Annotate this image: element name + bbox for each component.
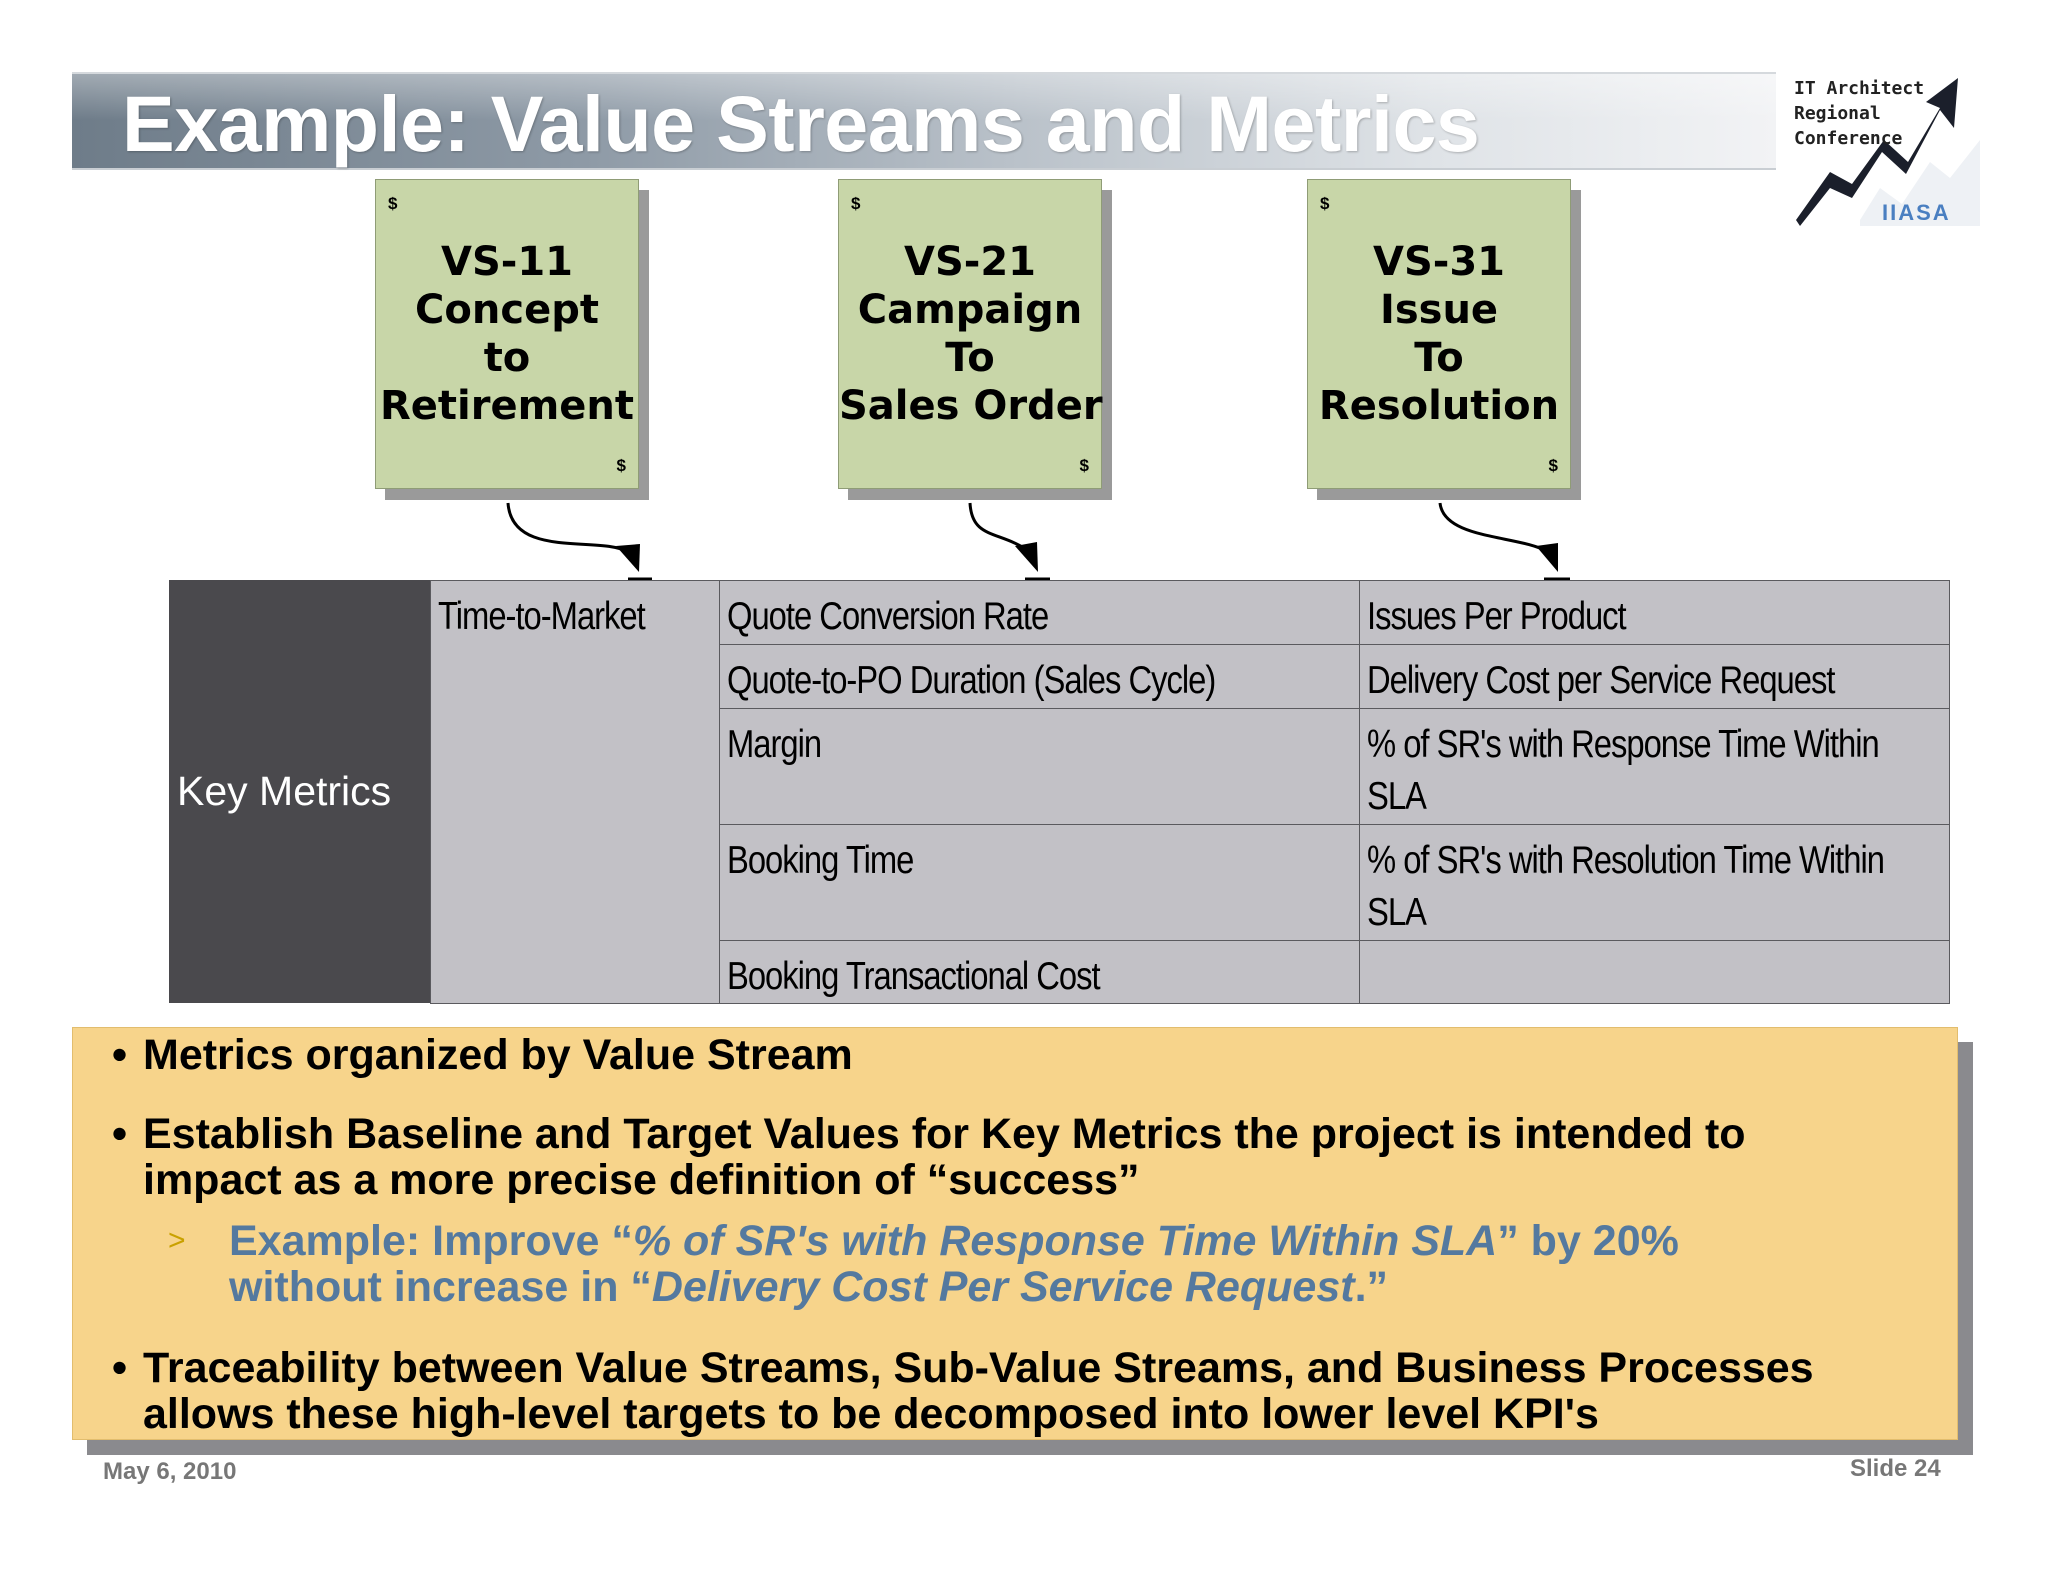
vs-id: VS-21 (903, 239, 1037, 285)
vs-name-line: Concept (415, 287, 599, 333)
logo-brand: IIASA (1882, 200, 1951, 225)
arrowhead-vs21 (1015, 542, 1038, 572)
arrow-vs31 (1438, 502, 1549, 554)
dollar-sign: $ (1320, 194, 1330, 213)
sub-text: ” by 20% (1497, 1217, 1679, 1265)
cell-text: % of SR's with Response Time Within SLA (1367, 723, 1880, 818)
table-cell: Delivery Cost per Service Request (1359, 644, 1950, 709)
cell-text: Time-to-Market (438, 595, 646, 638)
dollar-sign: $ (1079, 456, 1089, 475)
rising-arrow-chart-icon (1790, 70, 1980, 226)
vs-name-line: To (1414, 335, 1464, 381)
bullet-dot: • (112, 1344, 128, 1392)
footer-slide-number: Slide 24 (1850, 1455, 1941, 1482)
table-row: Margin % of SR's with Response Time With… (431, 708, 1950, 825)
dollar-sign: $ (616, 456, 626, 475)
table-cell: % of SR's with Resolution Time Within SL… (1359, 824, 1950, 941)
page-title: Example: Value Streams and Metrics (122, 79, 1480, 168)
dollar-sign: $ (388, 194, 398, 213)
sub-text: Example: Improve “ (229, 1217, 633, 1265)
table-cell: Time-to-Market (430, 580, 720, 1004)
cell-text: Issues Per Product (1367, 595, 1627, 638)
table-cell: Issues Per Product (1359, 580, 1950, 645)
table-cell: Quote-to-PO Duration (Sales Cycle) (719, 644, 1360, 709)
bullet-text: allows these high-level targets to be de… (143, 1390, 1599, 1438)
vs-id: VS-31 (1372, 239, 1506, 285)
bullet-text: Establish Baseline and Target Values for… (143, 1110, 1746, 1158)
cell-text: Booking Time (727, 839, 914, 882)
bullet-text: Traceability between Value Streams, Sub-… (143, 1344, 1814, 1392)
arrowhead-vs31 (1536, 543, 1558, 572)
dollar-sign: $ (851, 194, 861, 213)
vs-name-line: Sales Order (839, 383, 1103, 429)
footer-date: May 6, 2010 (103, 1458, 237, 1485)
vs-name-line: Campaign (857, 287, 1083, 333)
vs-name-line: Issue (1379, 287, 1499, 333)
cell-text: Quote Conversion Rate (727, 595, 1049, 638)
chevron-right-icon: > (168, 1224, 186, 1257)
table-cell: Quote Conversion Rate (719, 580, 1360, 645)
table-cell: % of SR's with Response Time Within SLA (1359, 708, 1950, 825)
arrow-vs21 (968, 502, 1031, 554)
arrowhead-vs11 (616, 544, 640, 572)
bullet-text: impact as a more precise definition of “… (143, 1156, 1140, 1204)
bullet-item: • Traceability between Value Streams, Sub… (112, 1345, 1814, 1437)
bullet-dot: • (112, 1031, 128, 1079)
table-row: Time-to-Market Quote Conversion Rate Iss… (430, 580, 1950, 1004)
vs-name-line: Retirement (379, 383, 635, 429)
sub-text: .” (1354, 1263, 1389, 1311)
value-stream-box-vs31: $ VS-31 Issue To Resolution $ (1307, 179, 1571, 489)
notes-box (72, 1027, 1958, 1440)
cell-text: % of SR's with Resolution Time Within SL… (1367, 839, 1885, 934)
sub-text: without increase in “ (229, 1263, 652, 1311)
logo-text: IT Architect Regional Conference (1794, 78, 1925, 149)
cell-text: Margin (727, 723, 822, 766)
table-row: Booking Time % of SR's with Resolution T… (431, 824, 1950, 941)
sub-bullet-item: > Example: Improve “% of SR's with Respo… (168, 1218, 1679, 1310)
table-cell: Margin (719, 708, 1360, 825)
cell-text: Delivery Cost per Service Request (1367, 659, 1835, 702)
bullet-item: • Establish Baseline and Target Values fo… (112, 1111, 1746, 1203)
sub-text-italic: Delivery Cost Per Service Request (651, 1263, 1355, 1311)
bullet-item: • Metrics organized by Value Stream (112, 1032, 853, 1078)
table-cell: Booking Transactional Cost (719, 940, 1360, 1004)
arrow-vs11 (506, 502, 629, 554)
table-cell-empty (1359, 940, 1950, 1004)
title-banner (72, 72, 1776, 170)
vs-name-line: Resolution (1318, 383, 1560, 429)
metrics-table: Time-to-Market Quote Conversion Rate Iss… (430, 580, 1950, 1004)
vs-name-line: to (483, 335, 531, 381)
key-metrics-label: Key Metrics (169, 580, 430, 1003)
cell-text: Quote-to-PO Duration (Sales Cycle) (727, 659, 1216, 702)
table-cell: Booking Time (719, 824, 1360, 941)
value-stream-box-vs21: $ VS-21 Campaign To Sales Order $ (838, 179, 1103, 489)
dollar-sign: $ (1548, 456, 1558, 475)
bullet-text: Metrics organized by Value Stream (143, 1031, 853, 1079)
vs-name-line: To (945, 335, 995, 381)
value-stream-box-vs11: $ VS-11 Concept to Retirement $ (375, 179, 639, 489)
table-row: Quote-to-PO Duration (Sales Cycle) Deliv… (431, 644, 1950, 709)
vs-id: VS-11 (440, 239, 574, 285)
cell-text: Booking Transactional Cost (727, 955, 1101, 998)
bullet-dot: • (112, 1110, 128, 1158)
table-row: Booking Transactional Cost (431, 940, 1950, 1004)
sub-text-italic: % of SR's with Response Time Within SLA (632, 1217, 1498, 1265)
